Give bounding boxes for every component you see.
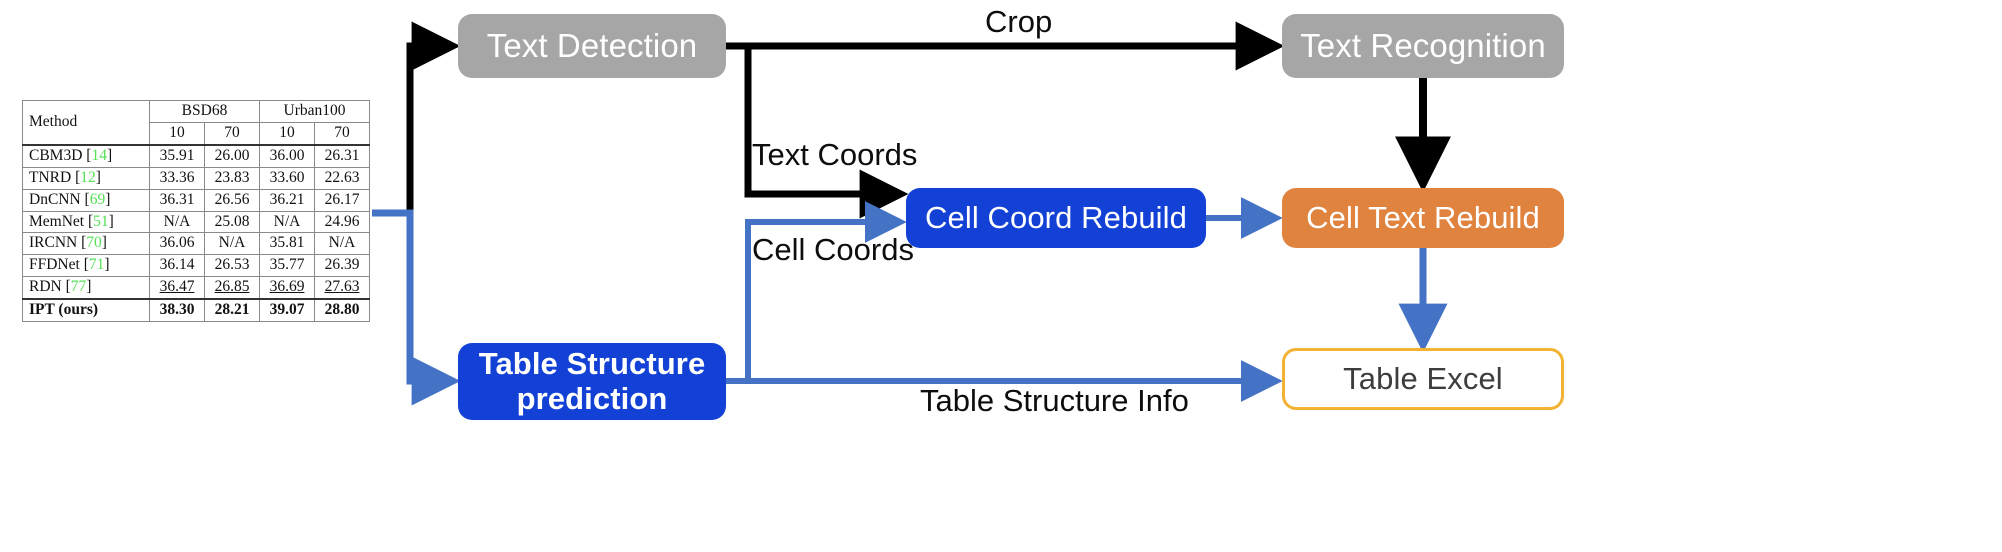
node-text-recognition-label: Text Recognition: [1300, 26, 1546, 64]
node-table-excel[interactable]: Table Excel: [1282, 348, 1564, 410]
cell-value: 26.85: [204, 276, 260, 300]
edge-label-cell-coords: Cell Coords: [752, 232, 914, 267]
table-header-row-groups: Method BSD68 Urban100: [22, 99, 370, 146]
cell-value: N/A: [259, 210, 315, 234]
cell-value: 36.14: [149, 254, 205, 278]
node-cell-coord-rebuild[interactable]: Cell Coord Rebuild: [906, 188, 1206, 248]
node-cell-text-rebuild-label: Cell Text Rebuild: [1306, 199, 1540, 235]
column-header-method: Method: [22, 99, 150, 146]
node-table-structure-line2: prediction: [516, 380, 668, 416]
table-header: Method BSD68 Urban100 10 70 10 70: [22, 99, 370, 146]
cell-value: 23.83: [204, 166, 260, 190]
table-header-row-sub: 10 70 10 70: [23, 121, 370, 146]
edge-label-crop: Crop: [985, 4, 1053, 39]
column-group-header-bsd68: BSD68: [149, 100, 260, 123]
column-header-bsd68-70: 70: [204, 121, 260, 146]
cell-value: N/A: [149, 210, 205, 234]
cell-value: 27.63: [314, 276, 370, 300]
node-text-recognition[interactable]: Text Recognition: [1282, 14, 1564, 78]
arrow-table-to-table-structure: [372, 209, 461, 406]
cell-value: 36.21: [259, 188, 315, 212]
cell-value: 36.06: [149, 232, 205, 256]
node-text-detection-label: Text Detection: [486, 26, 698, 64]
cell-value: 25.08: [204, 210, 260, 234]
citation-ref: 71: [88, 256, 105, 274]
cell-value: 26.39: [314, 254, 370, 278]
cell-method: FFDNet [71]: [22, 254, 150, 278]
cell-method: CBM3D [14]: [22, 143, 150, 168]
citation-ref: 51: [93, 212, 109, 230]
citation-ref: 69: [89, 190, 106, 208]
cell-value: 35.77: [259, 254, 315, 278]
cell-value: 26.31: [314, 143, 370, 168]
edge-label-table-structure-info: Table Structure Info: [920, 383, 1189, 418]
cell-value: 26.56: [204, 188, 260, 212]
citation-ref: 12: [80, 168, 96, 186]
cell-value: 24.96: [314, 210, 370, 234]
citation-ref: 14: [91, 146, 107, 164]
cell-method: IRCNN [70]: [22, 232, 150, 256]
input-paper-table-image: Method BSD68 Urban100 10 70 10 70 CBM3D …: [22, 99, 370, 323]
cell-value: 26.53: [204, 254, 260, 278]
cell-value: 36.00: [259, 143, 315, 168]
cell-value: 36.31: [149, 188, 205, 212]
node-table-structure-prediction[interactable]: Table Structure prediction: [458, 343, 726, 420]
cell-value: 39.07: [259, 298, 315, 323]
cell-value: 35.81: [259, 232, 315, 256]
cell-method: DnCNN [69]: [22, 188, 150, 212]
cell-value: 38.30: [149, 298, 205, 323]
citation-ref: 77: [70, 278, 87, 296]
node-table-structure-prediction-label: Table Structure prediction: [478, 345, 706, 416]
cell-value: 28.21: [204, 298, 260, 323]
edge-label-text-coords: Text Coords: [752, 137, 918, 172]
cell-value: 33.36: [149, 166, 205, 190]
cell-value: 26.00: [204, 143, 260, 168]
arrow-table-to-text-detection: [372, 21, 461, 217]
cell-value: 28.80: [314, 298, 370, 323]
column-header-urban100-10: 10: [259, 121, 315, 146]
cell-method: RDN [77]: [22, 276, 150, 300]
column-header-urban100-70: 70: [314, 121, 370, 146]
cell-value: 35.91: [149, 143, 205, 168]
node-cell-text-rebuild[interactable]: Cell Text Rebuild: [1282, 188, 1564, 248]
cell-value: N/A: [204, 232, 260, 256]
citation-ref: 70: [86, 234, 102, 252]
paper-table: Method BSD68 Urban100 10 70 10 70 CBM3D …: [22, 99, 370, 323]
cell-value: 26.17: [314, 188, 370, 212]
cell-method: TNRD [12]: [22, 166, 150, 190]
cell-value: 33.60: [259, 166, 315, 190]
node-text-detection[interactable]: Text Detection: [458, 14, 726, 78]
cell-method: IPT (ours): [22, 298, 150, 323]
cell-value: 36.69: [259, 276, 315, 300]
cell-value: N/A: [314, 232, 370, 256]
cell-value: 36.47: [149, 276, 205, 300]
cell-value: 22.63: [314, 166, 370, 190]
node-table-structure-line1: Table Structure: [478, 345, 706, 381]
column-group-header-urban100: Urban100: [259, 100, 370, 123]
node-cell-coord-rebuild-label: Cell Coord Rebuild: [925, 199, 1187, 235]
cell-method: MemNet [51]: [22, 210, 150, 234]
column-header-bsd68-10: 10: [149, 121, 205, 146]
node-table-excel-label: Table Excel: [1343, 360, 1503, 396]
